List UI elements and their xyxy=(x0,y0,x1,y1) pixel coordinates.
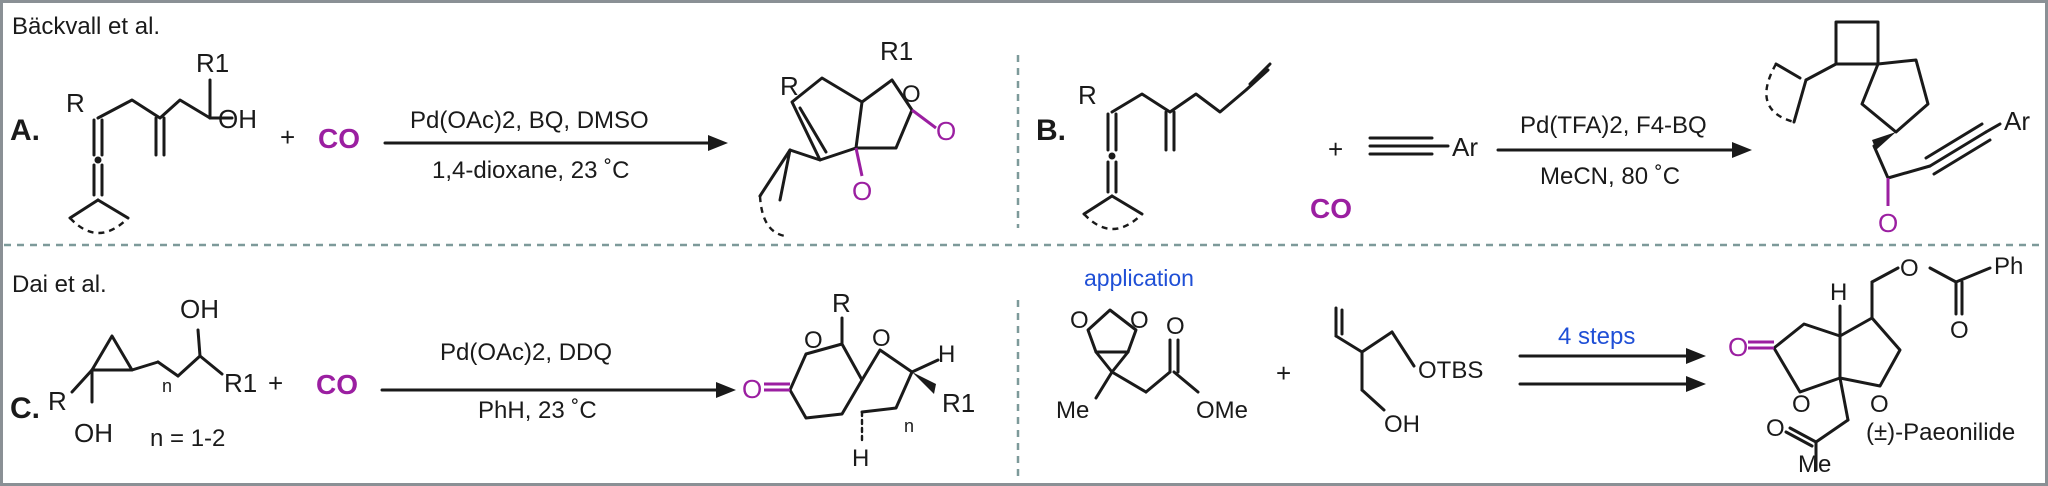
substrate-c-structure xyxy=(70,328,224,404)
reaction-c: C. R OH OH R1 n n = 1-2 + CO Pd(OAc)2, D… xyxy=(10,288,975,472)
substrate-c-r: R xyxy=(48,386,67,416)
ester-ome: OMe xyxy=(1196,397,1248,424)
product-a-r: R xyxy=(780,71,799,101)
product-a-lactone-bond xyxy=(911,108,937,130)
reaction-b: B. R + Ar CO Pd(TFA)2, F4-BQ MeCN, xyxy=(1036,20,2030,238)
ester-o: O xyxy=(1166,313,1185,340)
product-c-structure xyxy=(788,316,940,444)
application-label: application xyxy=(1084,265,1194,291)
application-scheme: O O O Me OMe + OTBS OH 4 steps xyxy=(1056,253,2023,478)
product-c-o-left: O xyxy=(804,327,823,354)
alkyne-b-structure xyxy=(1368,136,1450,156)
plus-a: + xyxy=(280,122,295,152)
plus-b: + xyxy=(1328,134,1343,164)
substrate-c-n-range: n = 1-2 xyxy=(150,425,225,452)
substrate-c-n: n xyxy=(162,376,172,396)
product-b-o: O xyxy=(1878,208,1898,238)
product-a-ring-o: O xyxy=(902,81,921,108)
product-c-n: n xyxy=(904,416,914,436)
product-a-lactone-o: O xyxy=(936,116,956,146)
ketal-ester-structure xyxy=(1086,308,1200,400)
conditions-b-above: Pd(TFA)2, F4-BQ xyxy=(1520,112,1707,139)
silyl-ether-otbs: OTBS xyxy=(1418,357,1483,384)
conditions-c-above: Pd(OAc)2, DDQ xyxy=(440,339,612,366)
product-c-r: R xyxy=(832,288,851,318)
paeonilide-ester-o: O xyxy=(1900,255,1919,282)
product-a-ketone-bond xyxy=(854,147,864,177)
plus-application: + xyxy=(1276,358,1291,388)
paeonilide-structure xyxy=(1772,266,1992,472)
plus-c: + xyxy=(268,368,283,398)
arrow-steps-top-head xyxy=(1686,348,1706,364)
product-c-o-right: O xyxy=(872,325,891,352)
paeonilide-ketone-o: O xyxy=(1766,415,1785,442)
arrow-a-head xyxy=(708,135,728,151)
arrow-steps-bottom-head xyxy=(1686,376,1706,392)
conditions-a-above: Pd(OAc)2, BQ, DMSO xyxy=(410,107,649,134)
paeonilide-lactone-o: O xyxy=(1728,332,1748,362)
label-b: B. xyxy=(1036,114,1066,147)
silyl-ether-oh: OH xyxy=(1384,411,1420,438)
substrate-b-r: R xyxy=(1078,80,1097,110)
paeonilide-ring-o-left: O xyxy=(1792,391,1811,418)
ketal-o-right: O xyxy=(1130,307,1149,334)
reaction-a: A. R R1 OH + CO Pd(OAc)2, BQ, DMSO 1,4-d… xyxy=(10,36,956,238)
conditions-a-below: 1,4-dioxane, 23 ˚C xyxy=(432,157,629,184)
alkyne-b-ar: Ar xyxy=(1452,132,1478,162)
paeonilide-me: Me xyxy=(1798,451,1831,478)
substrate-c-r1: R1 xyxy=(224,368,257,398)
heading-dai: Dai et al. xyxy=(12,271,107,298)
label-c: C. xyxy=(10,392,40,425)
arrow-b-head xyxy=(1732,142,1752,158)
co-reagent-a: CO xyxy=(318,123,360,154)
product-c-lactone-o: O xyxy=(742,374,762,404)
conditions-c-below: PhH, 23 ˚C xyxy=(478,397,597,424)
substrate-a-r: R xyxy=(66,88,85,118)
paeonilide-ring-o-right: O xyxy=(1870,391,1889,418)
product-a-ketone-o: O xyxy=(852,176,872,206)
paeonilide-ph: Ph xyxy=(1994,253,2023,280)
paeonilide-carbonyl-o: O xyxy=(1950,317,1969,344)
substrate-a-structure xyxy=(68,78,234,235)
substrate-c-oh-bottom: OH xyxy=(74,418,113,448)
steps-label: 4 steps xyxy=(1558,323,1635,350)
ketal-o-left: O xyxy=(1070,307,1089,334)
product-b-structure xyxy=(1765,20,2002,180)
arrow-c-head xyxy=(716,382,736,398)
ketal-me: Me xyxy=(1056,397,1089,424)
conditions-b-below: MeCN, 80 ˚C xyxy=(1540,163,1680,190)
product-c-h-bottom: H xyxy=(852,445,869,472)
co-reagent-c: CO xyxy=(316,369,358,400)
label-a: A. xyxy=(10,114,40,147)
substrate-a-oh: OH xyxy=(218,104,257,134)
heading-backvall: Bäckvall et al. xyxy=(12,13,160,40)
co-reagent-b: CO xyxy=(1310,193,1352,224)
substrate-c-oh-top: OH xyxy=(180,294,219,324)
product-c-h-top: H xyxy=(938,341,955,368)
substrate-b-structure xyxy=(1082,62,1272,231)
substrate-a-r1: R1 xyxy=(196,48,229,78)
product-a-structure xyxy=(758,76,914,238)
product-a-r1: R1 xyxy=(880,36,913,66)
paeonilide-h: H xyxy=(1830,279,1847,306)
silyl-ether-structure xyxy=(1334,306,1416,412)
product-c-r1: R1 xyxy=(942,388,975,418)
product-b-ar: Ar xyxy=(2004,106,2030,136)
paeonilide-name: (±)-Paeonilide xyxy=(1866,419,2015,446)
